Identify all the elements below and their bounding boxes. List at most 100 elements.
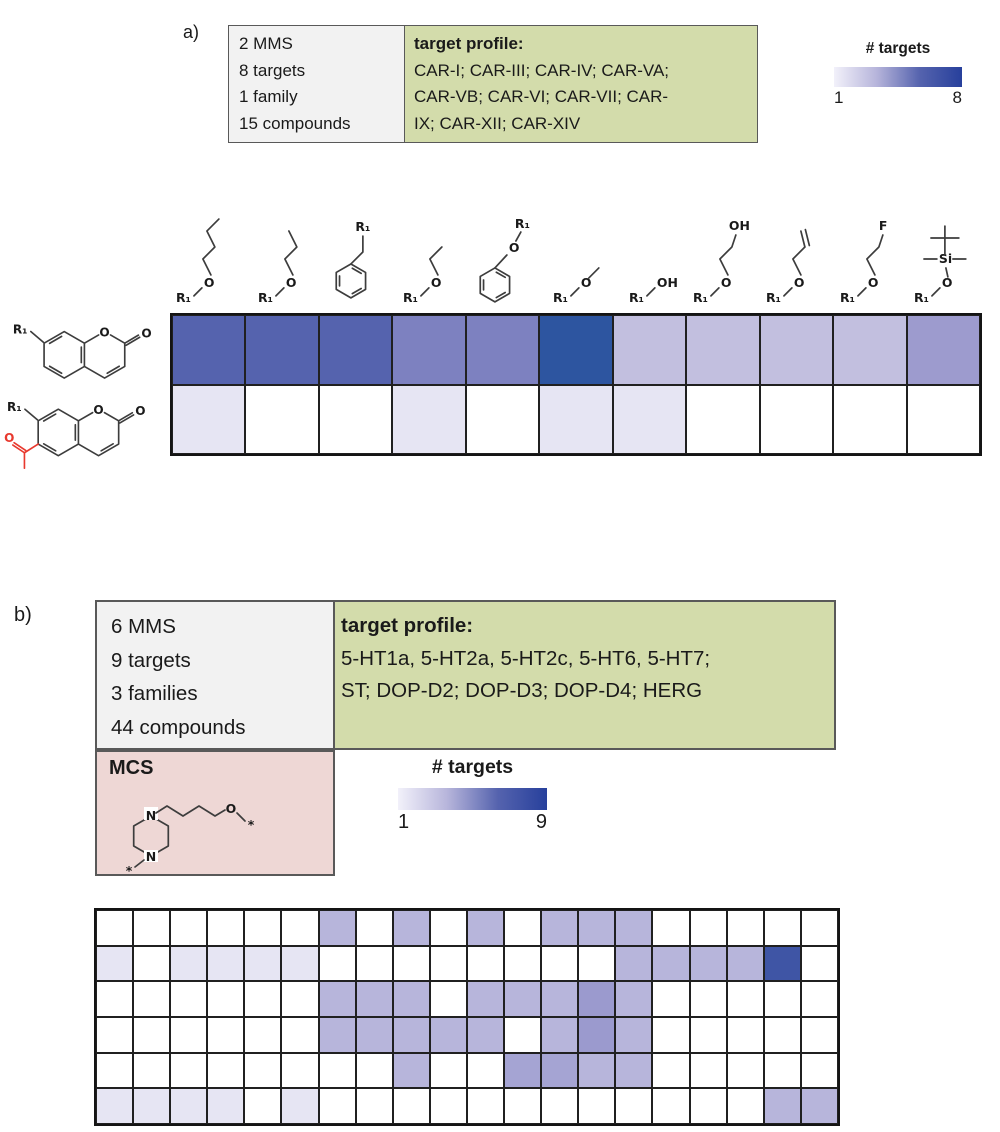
heatmap-b-cell-r5-c3 xyxy=(170,1052,208,1089)
heatmap-b-cell-r4-c7 xyxy=(318,1017,356,1053)
heatmap-b-cell-r3-c11 xyxy=(466,981,505,1017)
heatmap-b-cell-r6-c3 xyxy=(170,1088,208,1124)
heatmap-b-cell-r5-c16 xyxy=(652,1052,690,1089)
r1-label: R₁ xyxy=(176,290,191,305)
panel-b-stat-targets: 9 targets xyxy=(111,648,191,672)
heatmap-b-cell-r4-c1 xyxy=(96,1017,134,1053)
heatmap-b-cell-r5-c13 xyxy=(541,1052,579,1089)
heatmap-b-cell-r5-c9 xyxy=(392,1052,430,1089)
heatmap-a-cell-r1-c7 xyxy=(612,315,687,385)
heatmap-b-cell-r4-c4 xyxy=(207,1017,245,1053)
r1-label: R₁ xyxy=(355,219,370,234)
heatmap-b-cell-r1-c12 xyxy=(504,910,542,946)
panel-a-colorbar-max: 8 xyxy=(952,88,962,107)
heatmap-a-cell-r2-c7 xyxy=(612,384,687,454)
panel-a-stat-compounds: 15 compounds xyxy=(239,113,351,133)
heatmap-b-cell-r1-c5 xyxy=(244,910,282,946)
panel-a-profile-line: IX; CAR-XII; CAR-XIV xyxy=(414,113,581,133)
heatmap-b-cell-r4-c13 xyxy=(541,1017,579,1053)
heatmap-b-cell-r1-c1 xyxy=(96,910,134,946)
heatmap-a-cell-r1-c11 xyxy=(906,315,980,385)
heatmap-b-cell-r5-c18 xyxy=(726,1052,764,1089)
structure-hydroxyethoxy: R₁ O OH xyxy=(693,218,750,305)
panel-a-stat-targets: 8 targets xyxy=(239,60,306,80)
oxygen-label: O xyxy=(942,275,953,290)
attachment-star-label: * xyxy=(126,863,133,872)
heatmap-b-cell-r5-c2 xyxy=(133,1052,171,1089)
heatmap-b-cell-r4-c2 xyxy=(133,1017,171,1053)
heatmap-b-cell-r6-c1 xyxy=(96,1088,134,1124)
panel-b-colorbar: # targets 1 9 xyxy=(398,756,547,834)
heatmap-b-cell-r4-c14 xyxy=(578,1017,616,1053)
heatmap-b-cell-r2-c14 xyxy=(578,945,616,982)
panel-b-label: b) xyxy=(14,604,32,626)
heatmap-b-cell-r5-c15 xyxy=(615,1052,653,1089)
carbonyl-oxygen-label: O xyxy=(135,404,145,418)
structure-methoxy: R₁ O xyxy=(553,267,600,305)
heatmap-b-cell-r6-c15 xyxy=(615,1088,653,1124)
oxygen-label: O xyxy=(286,275,297,290)
panel-a-stats-box: 2 MMS 8 targets 1 family 15 compounds xyxy=(229,26,405,142)
r1-label: R₁ xyxy=(13,322,28,336)
heatmap-b-cell-r3-c4 xyxy=(207,981,245,1017)
heatmap-b-cell-r3-c2 xyxy=(133,981,171,1017)
carbonyl-oxygen-label: O xyxy=(141,326,151,340)
heatmap-b-cell-r4-c12 xyxy=(504,1017,542,1053)
panel-b-colorbar-min: 1 xyxy=(398,811,410,833)
heatmap-b-cell-r2-c15 xyxy=(615,945,653,982)
oxygen-label: O xyxy=(226,801,237,816)
heatmap-b-cell-r2-c18 xyxy=(726,945,764,982)
heatmap-b-cell-r4-c11 xyxy=(466,1017,505,1053)
mcs-box: MCS N N * O * xyxy=(95,750,335,876)
mcs-title: MCS xyxy=(109,757,154,779)
panel-a-info-box: 2 MMS 8 targets 1 family 15 compounds ta… xyxy=(228,25,758,143)
heatmap-b-cell-r1-c19 xyxy=(763,910,801,946)
heatmap-b-cell-r4-c16 xyxy=(652,1017,690,1053)
r1-label: R₁ xyxy=(515,216,530,231)
heatmap-b-cell-r6-c9 xyxy=(392,1088,430,1124)
heatmap-b-cell-r2-c4 xyxy=(207,945,245,982)
heatmap-b-cell-r6-c8 xyxy=(355,1088,393,1124)
heatmap-b-cell-r4-c10 xyxy=(429,1017,467,1053)
heatmap-b-cell-r5-c19 xyxy=(763,1052,801,1089)
heatmap-b-cell-r2-c6 xyxy=(281,945,319,982)
heatmap-a-cell-r1-c8 xyxy=(686,315,760,385)
panel-b-target-profile-box: target profile: 5-HT1a, 5-HT2a, 5-HT2c, … xyxy=(335,602,834,748)
heatmap-b-cell-r5-c6 xyxy=(281,1052,319,1089)
structure-hydroxy: R₁ OH xyxy=(629,275,678,305)
heatmap-a-cell-r1-c6 xyxy=(539,315,613,385)
panel-a-colorbar-min: 1 xyxy=(834,88,844,107)
heatmap-a-cell-r2-c9 xyxy=(759,384,834,454)
heatmap-b-cell-r1-c18 xyxy=(726,910,764,946)
r1-label: R₁ xyxy=(629,290,644,305)
heatmap-b-cell-r6-c5 xyxy=(244,1088,282,1124)
heatmap-b-cell-r3-c15 xyxy=(615,981,653,1017)
panel-b-colorbar-max: 9 xyxy=(535,811,547,833)
panel-b-colorbar-gradient xyxy=(398,788,547,810)
heatmap-b-cell-r4-c15 xyxy=(615,1017,653,1053)
heatmap-b-cell-r4-c6 xyxy=(281,1017,319,1053)
r1-label: R₁ xyxy=(258,290,273,305)
heatmap-b-cell-r3-c20 xyxy=(800,981,838,1017)
oxygen-label: O xyxy=(720,275,731,290)
heatmap-b-cell-r2-c5 xyxy=(244,945,282,982)
heatmap-b-cell-r3-c6 xyxy=(281,981,319,1017)
heatmap-b-cell-r3-c5 xyxy=(244,981,282,1017)
panel-b-profile-title: target profile: xyxy=(341,614,474,637)
r1-label: R₁ xyxy=(693,290,708,305)
heatmap-b-cell-r5-c4 xyxy=(207,1052,245,1089)
heatmap-b-cell-r1-c2 xyxy=(133,910,171,946)
heatmap-b-cell-r5-c12 xyxy=(504,1052,542,1089)
heatmap-b-cell-r6-c4 xyxy=(207,1088,245,1124)
heatmap-a-cell-r2-c10 xyxy=(833,384,907,454)
panel-b-colorbar-title: # targets xyxy=(431,756,514,778)
heatmap-b-cell-r6-c16 xyxy=(652,1088,690,1124)
heatmap-b-cell-r1-c7 xyxy=(318,910,356,946)
panel-a-profile-line: CAR-VB; CAR-VI; CAR-VII; CAR- xyxy=(414,87,669,106)
structure-coumarin: R₁ O O xyxy=(13,322,152,379)
panel-a-target-profile-box: target profile: CAR-I; CAR-III; CAR-IV; … xyxy=(405,26,757,142)
panel-b-profile-line: ST; DOP-D2; DOP-D3; DOP-D4; HERG xyxy=(341,679,703,702)
heatmap-b-cell-r3-c3 xyxy=(170,981,208,1017)
r1-label: R₁ xyxy=(403,290,418,305)
heatmap-b-cell-r3-c19 xyxy=(763,981,801,1017)
